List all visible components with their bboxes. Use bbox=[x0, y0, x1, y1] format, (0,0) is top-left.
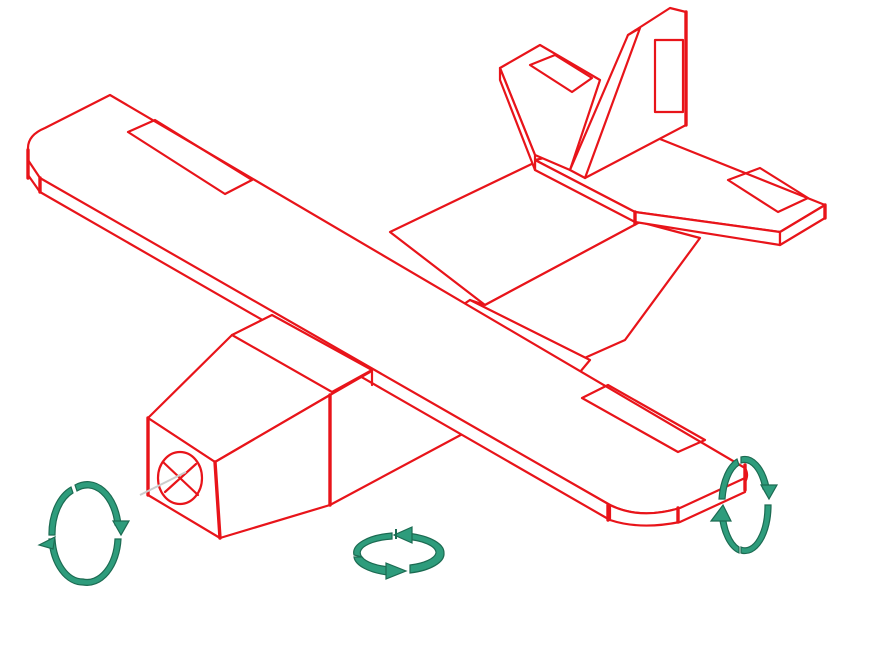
nose-front-right-edge bbox=[213, 460, 222, 540]
cockpit-top bbox=[230, 313, 374, 394]
pitch-arrow-upper-left bbox=[718, 458, 740, 500]
nose-section bbox=[139, 313, 374, 540]
yaw-arrow-right-segment bbox=[403, 532, 445, 574]
fin-cap-panel bbox=[528, 53, 594, 94]
roll-arrow-bottom-segment bbox=[48, 538, 122, 586]
pitch-arrow bbox=[709, 455, 779, 555]
elevator-panel bbox=[726, 166, 810, 214]
pitch-arrow-right-segment bbox=[740, 504, 772, 555]
vertical-fin bbox=[498, 6, 688, 180]
yaw-arrow-head-bottom bbox=[385, 562, 408, 580]
yaw-arrow bbox=[353, 526, 445, 580]
yaw-arrow-left-segment bbox=[353, 532, 393, 559]
propeller-blade-b bbox=[163, 462, 198, 494]
wing-tip-edge bbox=[608, 476, 747, 527]
fin-leading-edge bbox=[568, 26, 642, 180]
fin-front-edge bbox=[498, 66, 537, 172]
rudder-panel bbox=[653, 38, 685, 114]
roll-arrow-top-segment bbox=[74, 481, 122, 526]
pitch-arrow-head-right bbox=[759, 484, 779, 501]
right-aileron bbox=[580, 383, 707, 454]
left-aileron bbox=[126, 118, 254, 196]
roll-arrow-head-right bbox=[111, 520, 131, 537]
propeller-shaft bbox=[139, 471, 187, 496]
yaw-arrow-lower-left bbox=[353, 556, 391, 576]
roll-arrow-left-segment bbox=[48, 486, 74, 536]
pitch-arrow-head-left bbox=[709, 503, 732, 522]
roll-arrow bbox=[37, 481, 131, 586]
propeller-hub bbox=[156, 450, 204, 506]
yaw-arrow-head-top bbox=[392, 526, 413, 544]
roll-arrow-head-left bbox=[37, 535, 56, 550]
